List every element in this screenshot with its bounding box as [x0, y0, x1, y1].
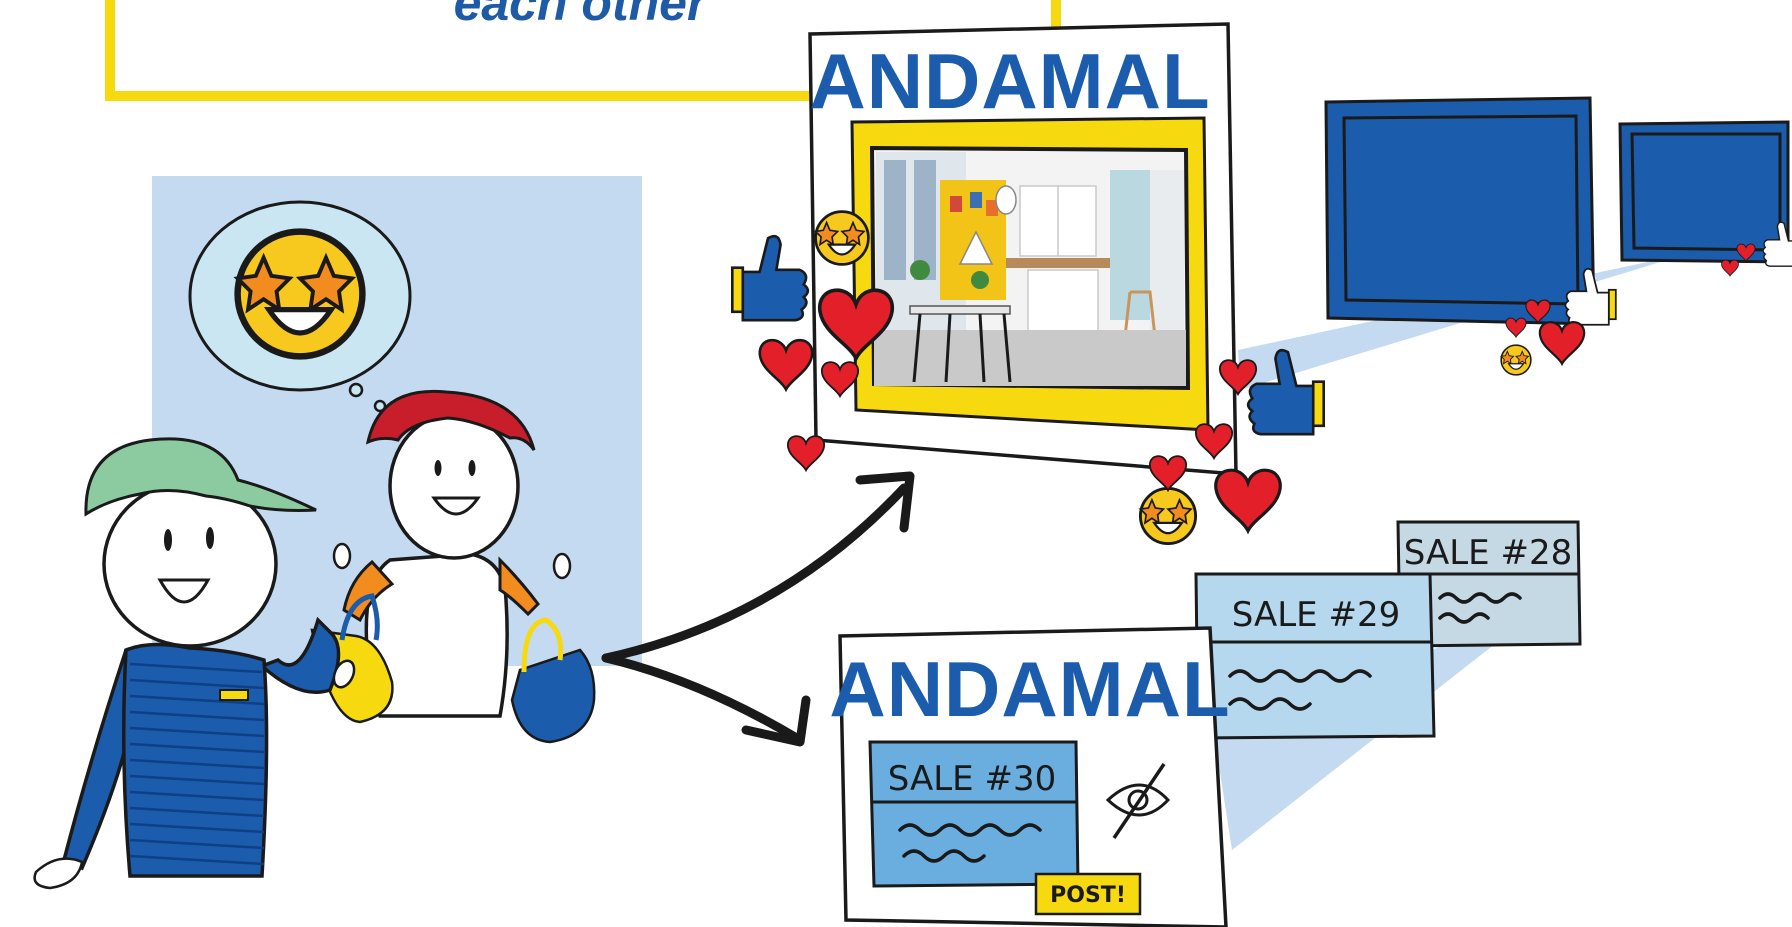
heart-icon: [786, 435, 826, 472]
heart-icon: [1148, 455, 1188, 492]
brand-title-top: ANDAMAL: [809, 37, 1210, 125]
receding-listing-large: [1324, 96, 1596, 326]
heart-icon: [1721, 259, 1739, 277]
heart-icon: [1538, 321, 1586, 365]
thumbs-up-icon: [1564, 267, 1617, 326]
brand-title-bottom: ANDAMAL: [829, 645, 1230, 733]
receding-listing-small: [1618, 120, 1790, 264]
star-eyes-emoji-icon: [238, 232, 363, 357]
listing-card-top: ANDAMAL: [808, 22, 1238, 476]
name-badge: [219, 689, 249, 701]
post-label: POST!: [1050, 883, 1126, 908]
hidden-eye-icon: [1105, 763, 1171, 839]
sale-label-29: SALE #29: [1232, 595, 1400, 635]
thumbs-up-icon: [730, 234, 810, 322]
receding-reactions: [1500, 221, 1792, 376]
staff-character: [33, 437, 356, 890]
arrow-icon: [601, 471, 915, 747]
thought-bubble: [188, 200, 412, 413]
customer-character: [310, 389, 596, 744]
heading-text: each other: [454, 0, 709, 31]
sale-label-28: SALE #28: [1404, 533, 1572, 573]
sale-card-28: SALE #28: [1396, 520, 1582, 648]
blue-shopping-bag: [510, 648, 596, 744]
heart-icon: [1214, 468, 1282, 533]
heart-icon: [758, 338, 814, 391]
sale-card-29: SALE #29: [1194, 572, 1436, 740]
thumbs-up-icon: [1762, 221, 1792, 267]
listing-card-bottom: ANDAMAL SALE #30 POST!: [829, 626, 1230, 927]
star-eyes-emoji-icon: [1500, 344, 1532, 376]
star-eyes-emoji-icon: [1138, 486, 1198, 546]
post-tag: POST!: [1034, 872, 1142, 916]
heart-icon: [1505, 317, 1527, 338]
sale-label-30: SALE #30: [888, 759, 1056, 799]
kitchen-photo: [869, 145, 1191, 391]
star-eyes-emoji-icon: [814, 210, 870, 266]
